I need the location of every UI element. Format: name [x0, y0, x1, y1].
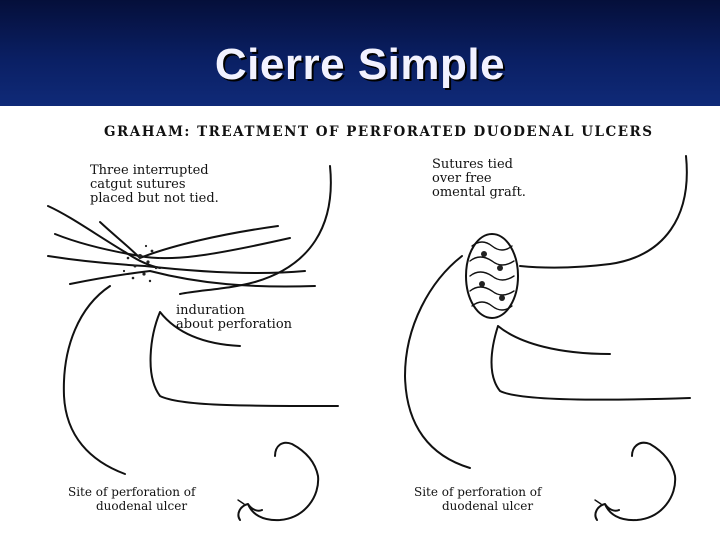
left-sutures-label-line2: catgut sutures	[90, 177, 186, 192]
left-induration-label-line1: induration	[176, 303, 245, 318]
left-stomach-icon	[237, 441, 320, 522]
left-suture-3	[47, 255, 306, 275]
figure-heading: GRAHAM: TREATMENT OF PERFORATED DUODENAL…	[104, 124, 654, 140]
right-site-label-line1: Site of perforation of	[414, 485, 543, 499]
left-suture-1	[47, 205, 161, 269]
title-bar	[0, 0, 720, 106]
right-sutures-label-line1: Sutures tied	[432, 157, 513, 172]
left-induration-label-line2: about perforation	[176, 317, 293, 332]
right-omental-graft	[465, 233, 519, 319]
left-site-label-line1: Site of perforation of	[68, 485, 197, 499]
right-site-label-line2: duodenal ulcer	[442, 499, 533, 513]
right-duodenal-fold	[490, 325, 691, 401]
left-site-label-line2: duodenal ulcer	[96, 499, 187, 513]
right-duodenum-outline	[404, 155, 688, 469]
surgical-illustration: GRAHAM: TREATMENT OF PERFORATED DUODENAL…	[0, 106, 720, 540]
left-sutures-label-line1: Three interrupted	[90, 163, 209, 178]
right-stomach-icon	[594, 441, 677, 522]
left-suture-4	[69, 270, 316, 288]
left-duodenal-fold	[149, 311, 339, 407]
right-sutures-label-line3: omental graft.	[432, 185, 526, 200]
left-sutures-label-line3: placed but not tied.	[90, 191, 219, 206]
left-induration-area	[122, 244, 162, 283]
right-panel: Sutures tied over free omental graft. Si…	[404, 155, 691, 522]
left-suture-5	[99, 221, 279, 259]
left-panel: Three interrupted catgut sutures placed …	[47, 163, 339, 522]
right-sutures-label-line2: over free	[432, 171, 492, 186]
left-stomach-arrow	[237, 499, 245, 505]
slide-title: Cierre Simple	[214, 40, 506, 89]
right-stomach-arrow	[594, 499, 602, 505]
left-duodenum-outline	[62, 165, 332, 475]
